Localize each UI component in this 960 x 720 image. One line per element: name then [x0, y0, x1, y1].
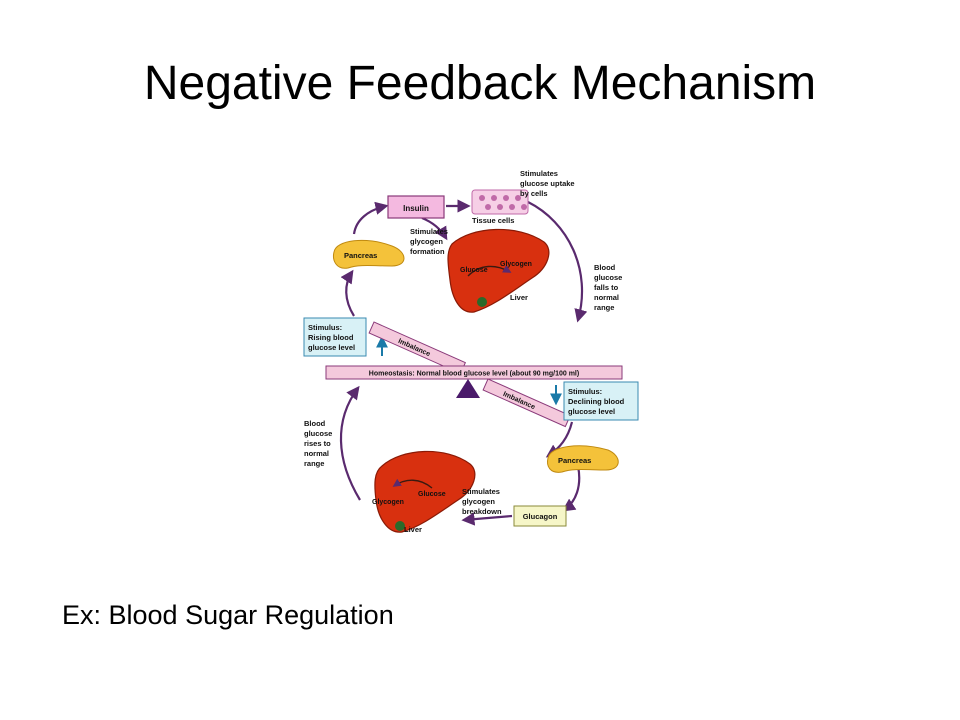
falls-note: Blood glucose falls to normal range [594, 263, 622, 312]
tissue-cells-image [471, 189, 529, 215]
glucagon-label: Glucagon [523, 512, 558, 521]
imbalance-beam-bottom: Imbalance [482, 378, 571, 428]
liver-top-liver: Liver [510, 293, 528, 302]
svg-text:glycogen: glycogen [410, 237, 443, 246]
svg-text:glucose uptake: glucose uptake [520, 179, 575, 188]
arrow-rises-to-normal [339, 385, 361, 501]
pancreas-top-image [333, 239, 405, 269]
svg-text:Blood: Blood [304, 419, 326, 428]
blood-sugar-diagram: Insulin Tissue cells Stimulates glucose … [296, 160, 646, 540]
liver-bottom-glycogen: Glycogen [372, 499, 404, 506]
svg-text:range: range [304, 459, 324, 468]
svg-text:Rising blood: Rising blood [308, 333, 354, 342]
liver-top-image [447, 228, 550, 313]
tissue-cells-label: Tissue cells [472, 216, 514, 225]
svg-text:Stimulates: Stimulates [410, 227, 448, 236]
liver-bottom-image [374, 450, 476, 533]
svg-text:glucose: glucose [304, 429, 332, 438]
svg-text:Stimulus:: Stimulus: [568, 387, 602, 396]
liver-top-glycogen: Glycogen [500, 261, 532, 268]
arrow-insulin-to-liver [421, 216, 448, 241]
uptake-note: Stimulates glucose uptake by cells [520, 169, 575, 198]
arrow-pancreas-to-glucagon [561, 465, 581, 512]
arrow-falls-to-normal [527, 201, 588, 323]
homeostasis-bar [325, 365, 623, 380]
svg-text:normal: normal [304, 449, 329, 458]
glucagon-box [513, 505, 567, 527]
slide-title: Negative Feedback Mechanism [143, 57, 817, 110]
liver-bottom-glucose: Glucose [418, 491, 446, 498]
glycogen-formation-note: Stimulates glycogen formation [410, 227, 448, 256]
arrow-pancreas-to-insulin [352, 201, 389, 235]
rises-note: Blood glucose rises to normal range [304, 419, 332, 468]
stimulus-declining-text: Stimulus: Declining blood glucose level [568, 387, 625, 416]
fulcrum [456, 379, 480, 398]
arrow-glucagon-to-liver [461, 512, 513, 526]
svg-text:Stimulus:: Stimulus: [308, 323, 342, 332]
breakdown-note: Stimulates glycogen breakdown [462, 487, 502, 516]
svg-text:falls to: falls to [594, 283, 619, 292]
svg-text:Stimulates: Stimulates [462, 487, 500, 496]
svg-text:Blood: Blood [594, 263, 616, 272]
homeostasis-label: Homeostasis: Normal blood glucose level … [369, 371, 579, 378]
svg-text:glycogen: glycogen [462, 497, 495, 506]
svg-text:glucose: glucose [594, 273, 622, 282]
svg-text:by cells: by cells [520, 189, 548, 198]
liver-top-glucose: Glucose [460, 267, 488, 274]
svg-text:formation: formation [410, 247, 445, 256]
pancreas-bottom-label: Pancreas [558, 456, 591, 465]
pancreas-top-label: Pancreas [344, 251, 377, 260]
svg-text:Declining blood: Declining blood [568, 397, 625, 406]
svg-text:glucose level: glucose level [568, 407, 615, 416]
slide-caption: Ex: Blood Sugar Regulation [62, 600, 394, 630]
stimulus-rising-box [303, 317, 367, 357]
pancreas-bottom-image [547, 445, 619, 473]
svg-text:Stimulates: Stimulates [520, 169, 558, 178]
liver-bottom-liver: Liver [404, 525, 422, 534]
svg-text:rises to: rises to [304, 439, 331, 448]
svg-text:range: range [594, 303, 614, 312]
arrow-rising-to-pancreas [340, 269, 355, 317]
stimulus-rising-text: Stimulus: Rising blood glucose level [308, 323, 355, 352]
insulin-box [387, 195, 445, 219]
svg-text:glucose level: glucose level [308, 343, 355, 352]
svg-text:normal: normal [594, 293, 619, 302]
stimulus-declining-box [563, 381, 639, 421]
insulin-label: Insulin [403, 204, 429, 213]
svg-text:breakdown: breakdown [462, 507, 502, 516]
